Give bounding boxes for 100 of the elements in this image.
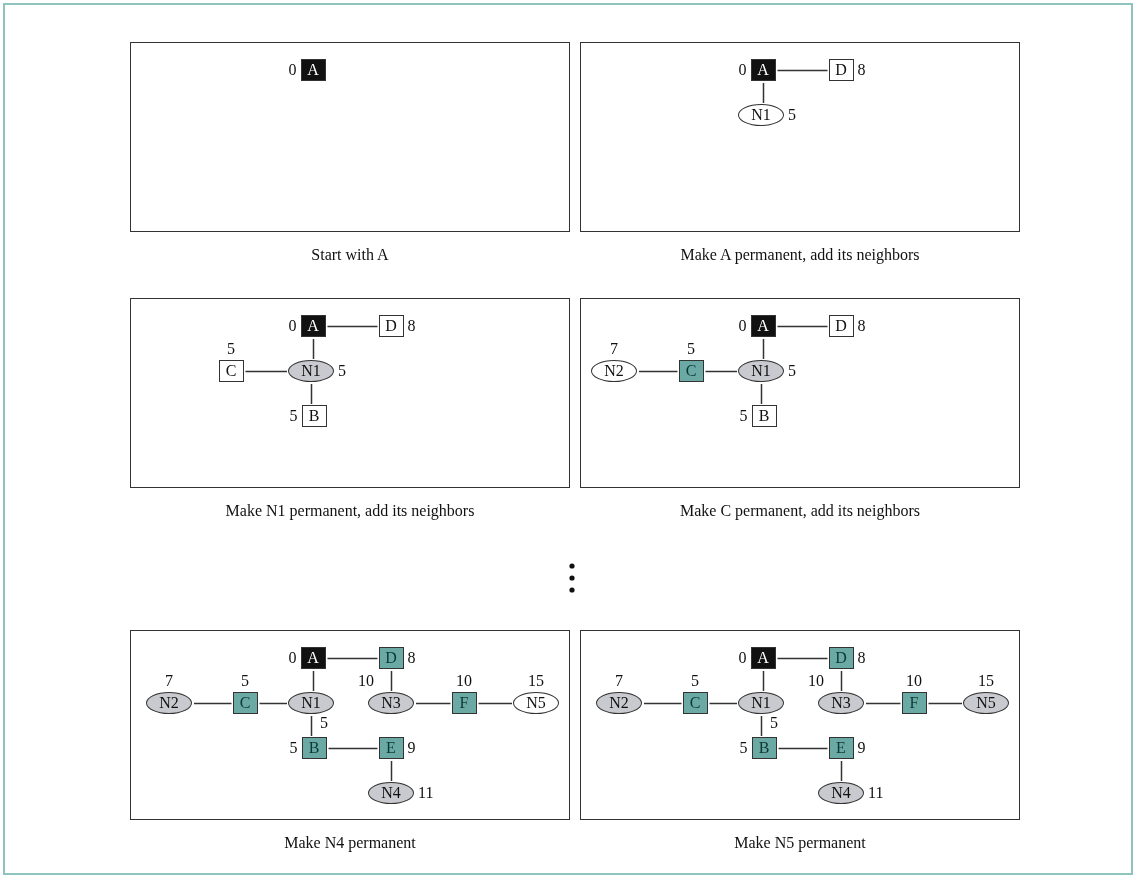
link-line xyxy=(760,383,763,405)
source-router-box: A xyxy=(300,647,326,669)
link-line xyxy=(708,702,738,705)
router-box: C xyxy=(232,692,258,714)
network-ellipse: N3 xyxy=(818,692,864,714)
distance-label: 0 xyxy=(738,318,747,334)
link-line xyxy=(840,760,843,782)
link-line xyxy=(760,715,763,737)
router-box: F xyxy=(451,692,477,714)
link-line xyxy=(244,370,288,373)
distance-label: 8 xyxy=(857,318,866,334)
link-line xyxy=(643,702,683,705)
distance-label: 5 xyxy=(241,673,249,689)
link-line xyxy=(762,670,765,692)
network-ellipse: N5 xyxy=(513,692,559,714)
distance-label: 5 xyxy=(739,740,748,756)
distance-label: 15 xyxy=(978,673,994,689)
network-ellipse: N1 xyxy=(288,360,334,382)
link-line xyxy=(776,69,829,72)
panel-caption: Start with A xyxy=(310,246,390,264)
router-box: C xyxy=(682,692,708,714)
link-line xyxy=(258,702,288,705)
source-router-box: A xyxy=(750,315,776,337)
link-line xyxy=(762,338,765,360)
distance-label: 5 xyxy=(227,341,235,357)
distance-label: 10 xyxy=(808,673,824,689)
router-box: B xyxy=(301,737,327,759)
source-router-box: A xyxy=(300,59,326,81)
panel-caption: Make N5 permanent xyxy=(733,834,867,852)
distance-label: 5 xyxy=(687,341,695,357)
distance-label: 8 xyxy=(857,62,866,78)
distance-label: 11 xyxy=(868,785,884,801)
link-line xyxy=(327,747,379,750)
link-line xyxy=(762,82,765,104)
distance-label: 5 xyxy=(788,363,796,379)
distance-label: 11 xyxy=(418,785,434,801)
network-ellipse: N2 xyxy=(591,360,637,382)
panel-caption: Make N1 permanent, add its neighbors xyxy=(224,502,476,520)
router-box: C xyxy=(218,360,244,382)
distance-label: 7 xyxy=(165,673,173,689)
router-box: D xyxy=(828,315,854,337)
link-line xyxy=(776,325,829,328)
source-router-box: A xyxy=(750,59,776,81)
distance-label: 0 xyxy=(288,318,297,334)
network-ellipse: N1 xyxy=(738,360,784,382)
link-line xyxy=(415,702,452,705)
distance-label: 0 xyxy=(738,650,747,666)
link-line xyxy=(326,325,379,328)
distance-label: 10 xyxy=(906,673,922,689)
distance-label: 5 xyxy=(770,715,778,731)
link-line xyxy=(310,383,313,405)
distance-label: 5 xyxy=(739,408,748,424)
link-line xyxy=(390,760,393,782)
router-box: D xyxy=(828,647,854,669)
distance-label: 5 xyxy=(289,740,298,756)
router-box: B xyxy=(751,737,777,759)
network-ellipse: N5 xyxy=(963,692,1009,714)
distance-label: 5 xyxy=(788,107,796,123)
router-box: C xyxy=(678,360,704,382)
link-line xyxy=(477,702,513,705)
router-box: D xyxy=(378,647,404,669)
link-line xyxy=(638,370,679,373)
link-line xyxy=(312,338,315,360)
link-line xyxy=(704,370,738,373)
distance-label: 5 xyxy=(320,715,328,731)
panel-caption: Make A permanent, add its neighbors xyxy=(679,246,921,264)
link-line xyxy=(840,670,843,692)
panel-caption: Make C permanent, add its neighbors xyxy=(679,502,921,520)
source-router-box: A xyxy=(300,315,326,337)
distance-label: 8 xyxy=(407,650,416,666)
distance-label: 10 xyxy=(358,673,374,689)
distance-label: 7 xyxy=(610,341,618,357)
network-ellipse: N1 xyxy=(738,692,784,714)
distance-label: 5 xyxy=(289,408,298,424)
distance-label: 0 xyxy=(288,650,297,666)
distance-label: 7 xyxy=(615,673,623,689)
distance-label: 9 xyxy=(407,740,416,756)
router-box: D xyxy=(828,59,854,81)
link-line xyxy=(310,715,313,737)
link-line xyxy=(865,702,902,705)
link-line xyxy=(193,702,233,705)
router-box: F xyxy=(901,692,927,714)
router-box: E xyxy=(828,737,854,759)
link-line xyxy=(326,657,379,660)
network-ellipse: N3 xyxy=(368,692,414,714)
distance-label: 15 xyxy=(528,673,544,689)
link-line xyxy=(927,702,963,705)
router-box: B xyxy=(751,405,777,427)
router-box: E xyxy=(378,737,404,759)
link-line xyxy=(777,747,829,750)
distance-label: 8 xyxy=(407,318,416,334)
router-box: D xyxy=(378,315,404,337)
network-ellipse: N4 xyxy=(818,782,864,804)
distance-label: 0 xyxy=(288,62,297,78)
distance-label: 8 xyxy=(857,650,866,666)
distance-label: 10 xyxy=(456,673,472,689)
distance-label: 9 xyxy=(857,740,866,756)
router-box: B xyxy=(301,405,327,427)
link-line xyxy=(390,670,393,692)
link-line xyxy=(776,657,829,660)
